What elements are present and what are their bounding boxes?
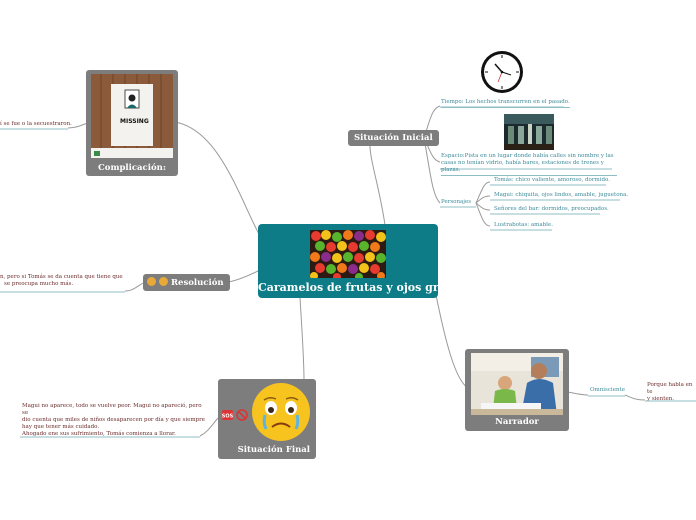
leaf-final-line2: dio cuenta que miles de niños desaparece… [22,417,205,423]
sos-no-icon: SOS [222,409,250,421]
branch-situacion-inicial[interactable]: Situación Inicial [348,130,439,146]
clock-icon [480,50,524,94]
leaf-situacion-final: Magui no aparece, todo se vuelve peor. M… [22,403,206,438]
central-topic[interactable]: Caramelos de frutas y ojos grises [258,224,463,298]
branch-resolucion[interactable]: Resolución [143,274,230,291]
leaf-narrador-line1: Porque habla en te [647,382,693,395]
leaf-personajes: Personajes [441,199,472,205]
candy-photo [310,230,386,278]
leaf-personaje-lustrabotas: Lustrabotas: amable. [494,222,553,228]
leaf-espacio-line1: Espacio:Pista en un lugar donde había ca… [441,153,614,159]
central-title: Caramelos de frutas y ojos grises [258,281,463,294]
teacher-student-photo [471,353,563,415]
branch-situacion-final[interactable]: SOS Situación Final [218,379,316,459]
train-station-photo [504,114,554,150]
leaf-final-line1: Magui no aparece, todo se vuelve peor. M… [22,403,202,416]
leaf-narrador-detalle: Porque habla en te y sienten. [647,382,696,403]
leaf-personaje-senores: Señores del bar: dormidos, preocupados. [494,206,609,212]
leaf-personaje-tomas: Tomás: chico valiente, amoroso, dormido. [494,177,610,183]
sad-face-icon [147,277,156,286]
branch-narrador[interactable]: Narrador [465,349,569,431]
leaf-espacio: Espacio:Pista en un lugar donde había ca… [441,153,617,176]
leaf-espacio-line2: casas no tenían vidrio, había bares, est… [441,160,604,173]
missing-poster-image [91,74,173,158]
complicacion-label: Complicación: [98,163,166,173]
leaf-resolucion-line1: n, pero si Tomás se da cuenta que tiene … [0,274,123,280]
missing-poster-text: MISSING [120,118,149,125]
resolucion-label: Resolución [170,278,224,288]
branch-complicacion[interactable]: MISSING Complicación: [86,70,178,176]
leaf-complicacion: í se fue o la secuestraron. [0,121,72,127]
leaf-tiempo: Tiempo: Los hechos transcurren en el pas… [441,99,570,108]
crying-face-icon [250,381,312,443]
leaf-final-line3: hay que tener más cuidado. [22,424,100,430]
svg-text:SOS: SOS [222,414,234,420]
leaf-resolucion-line2: se preocupa mucho más. [4,281,74,287]
leaf-narrador-line2: y sienten. [647,396,674,402]
leaf-resolucion: n, pero si Tomás se da cuenta que tiene … [0,274,123,288]
narrador-label: Narrador [495,417,539,427]
leaf-personaje-magui: Magui: chiquita, ojos lindos, amable, ju… [494,192,629,198]
leaf-final-line4: Ahogado ene sus sufrimiento, Tomás comie… [22,431,176,437]
situacion-final-label: Situación Final [237,445,310,455]
sad-face-icon-2 [158,277,168,286]
leaf-omnisciente: Omnisciente [590,387,625,393]
